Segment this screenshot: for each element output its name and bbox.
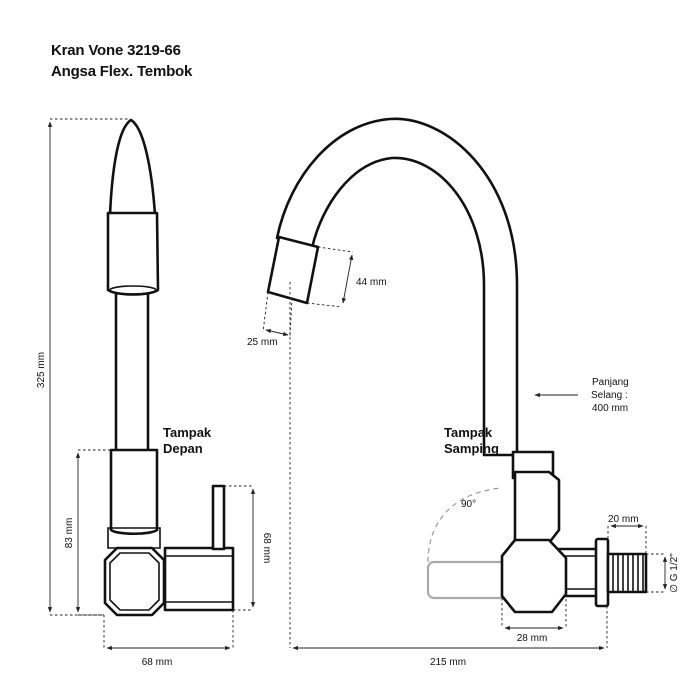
- rotation-arc: [427, 487, 503, 563]
- side-handle-rotated: [426, 560, 515, 600]
- side-view: [266, 117, 648, 614]
- front-spout-collar: [106, 211, 160, 296]
- hose-label-1: Panjang: [592, 377, 629, 388]
- front-collar-edge: [109, 285, 157, 295]
- side-dimensions: 44 mm 25 mm Panjang Selang : 400 mm 90° …: [247, 246, 680, 668]
- dim-hose-length: 400 mm: [592, 403, 628, 414]
- dim-width-front: 68 mm: [142, 657, 173, 668]
- front-spout-tip: [108, 118, 157, 217]
- side-valve-body: [500, 538, 568, 614]
- side-thread: [606, 552, 648, 594]
- front-wall-pipe: [163, 546, 235, 612]
- dim-total-height: 325 mm: [36, 352, 47, 388]
- dim-rotation-angle: 90°: [461, 499, 476, 510]
- front-handle-lever: [211, 484, 226, 551]
- front-valve-ring: [107, 527, 161, 549]
- title-block: Kran Vone 3219-66 Angsa Flex. Tembok: [51, 40, 192, 82]
- product-title: Kran Vone 3219-66: [51, 42, 181, 59]
- side-handle: [513, 470, 561, 550]
- dim-spout-diameter: 25 mm: [247, 337, 278, 348]
- thread-lines: [612, 554, 644, 592]
- front-valve-stem: [109, 448, 159, 536]
- side-wall-flange: [594, 537, 610, 608]
- side-view-label-1: Tampak: [444, 425, 493, 440]
- dim-total-reach: 215 mm: [430, 657, 466, 668]
- dim-thread-size: ∅ G 1/2": [669, 553, 680, 593]
- side-gooseneck-hose: [275, 117, 519, 457]
- dim-body-height: 83 mm: [64, 518, 75, 549]
- dim-thread-length: 20 mm: [608, 514, 639, 525]
- side-view-label-2: Samping: [444, 441, 499, 456]
- front-view-label-2: Depan: [163, 441, 203, 456]
- front-view: [103, 118, 235, 617]
- front-hose: [114, 283, 150, 457]
- dim-depth-front: 68 mm: [261, 533, 272, 564]
- front-view-label-1: Tampak: [163, 425, 212, 440]
- product-subtitle: Angsa Flex. Tembok: [51, 63, 193, 80]
- front-dimensions: 325 mm 83 mm 68 mm 68 mm: [36, 118, 272, 668]
- side-spout-nozzle: [266, 235, 320, 305]
- hose-label-2: Selang :: [591, 390, 628, 401]
- dim-spout-length: 44 mm: [356, 277, 387, 288]
- front-valve-body: [103, 546, 166, 617]
- dim-body-width-side: 28 mm: [517, 633, 548, 644]
